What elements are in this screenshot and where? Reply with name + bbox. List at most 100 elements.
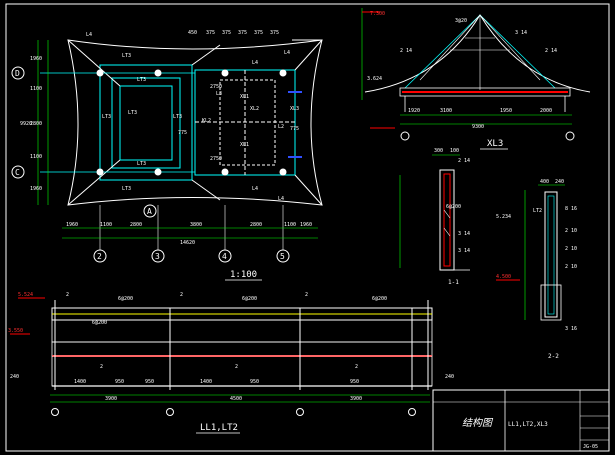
- axis-4: 4: [222, 252, 227, 261]
- xl3-bar-2: 2 14: [400, 48, 412, 54]
- elev-mid-1: 1400: [74, 379, 86, 385]
- d1-label-5: 3 14: [458, 248, 470, 254]
- axis-a: A: [147, 207, 152, 216]
- beam-lt3-b: LT3: [137, 77, 146, 83]
- detail-1-1[interactable]: [399, 154, 470, 271]
- xl3-dim-2: 3100: [440, 108, 452, 114]
- plan-misc-4: 775: [178, 130, 187, 136]
- elev-row-6: 2: [355, 364, 358, 370]
- elev-row-4: 2: [100, 364, 103, 370]
- section-xl3[interactable]: [361, 8, 591, 141]
- d2-label-3: LT2: [533, 208, 542, 214]
- elev-left-top: 5.524: [18, 292, 33, 298]
- beam-xl3: XL3: [290, 106, 299, 112]
- d2-label-4: 5.234: [496, 214, 511, 220]
- elev-row-2: 2: [180, 292, 183, 298]
- xl3-title: XL3: [487, 139, 503, 149]
- d2-label-6: 8 16: [565, 206, 577, 212]
- beam-l4-b: L4: [284, 50, 290, 56]
- title-block[interactable]: [432, 389, 610, 452]
- plan-left-dim-5: 1960: [30, 186, 42, 192]
- d1-label-3: 2 14: [458, 158, 470, 164]
- d1-label-2: 100: [450, 148, 459, 154]
- elev-right-low: 240: [445, 374, 454, 380]
- d2-label-9: 2 10: [565, 264, 577, 270]
- elev-row-5: 2: [235, 364, 238, 370]
- d1-label-6: 6@200: [446, 204, 461, 210]
- title-drawing-name: LL1,LT2,XL3: [508, 421, 548, 428]
- plan-dim-1: 1960: [66, 222, 78, 228]
- d1-label-1: 300: [434, 148, 443, 154]
- detail-2-2[interactable]: [496, 184, 565, 321]
- d2-label-1: 400: [540, 179, 549, 185]
- axis-5: 5: [280, 252, 285, 261]
- elevation-ll1-lt2[interactable]: [10, 297, 433, 416]
- beam-l4-e: L4: [278, 196, 284, 202]
- d1-label-4: 3 14: [458, 231, 470, 237]
- elev-mid-2: 950: [115, 379, 124, 385]
- plan-left-dim-2: 1100: [30, 86, 42, 92]
- d2-label-8: 2 10: [565, 246, 577, 252]
- plan-top-dim-2: 375: [206, 30, 215, 36]
- plan-dim-6: 1100: [284, 222, 296, 228]
- elev-mid-6: 950: [350, 379, 359, 385]
- elev-left-mid: 3.550: [8, 328, 23, 334]
- elev-beam-1: 6@200: [118, 296, 133, 302]
- plan-dim-2: 1100: [100, 222, 112, 228]
- d2-label-7: 2 10: [565, 228, 577, 234]
- beam-lt3-g: LT3: [128, 110, 137, 116]
- title-stamp: 结构图: [462, 417, 494, 429]
- plan-left-dim-3: 2800: [30, 121, 42, 127]
- plan-left-dim-4: 1100: [30, 154, 42, 160]
- xl3-bar-1: 3@20: [455, 18, 467, 24]
- beam-xl2: XL2: [250, 106, 259, 112]
- axis-c: C: [15, 168, 20, 177]
- beam-xl1-a: XL1: [240, 94, 249, 100]
- plan-top-dim-6: 375: [270, 30, 279, 36]
- beam-l4-d: L4: [252, 186, 258, 192]
- beam-lt3-f: LT3: [173, 114, 182, 120]
- beam-l2: L2: [278, 124, 284, 130]
- xl3-dim-1: 1920: [408, 108, 420, 114]
- plan-top-dim-1: 450: [188, 30, 197, 36]
- plan-top-dim-4: 375: [238, 30, 247, 36]
- beam-lt3-a: LT3: [122, 53, 131, 59]
- elevation-title: LL1,LT2: [200, 423, 238, 433]
- beam-l3: L3: [216, 91, 222, 97]
- beam-l4-a: L4: [86, 32, 92, 38]
- plan-total-width: 14620: [180, 240, 195, 246]
- elev-beam-4: 6@200: [92, 320, 107, 326]
- elev-mid-4: 1400: [200, 379, 212, 385]
- axis-3: 3: [155, 252, 160, 261]
- beam-xl1-b: XL1: [240, 142, 249, 148]
- d2-label-2: 240: [555, 179, 564, 185]
- plan-misc-2: 775: [290, 126, 299, 132]
- plan-misc-5: KL2: [202, 118, 211, 124]
- xl3-bar-4: 2 14: [545, 48, 557, 54]
- drawing-frame: [5, 3, 610, 452]
- plan-misc-1: 2750: [210, 84, 222, 90]
- roof-plan[interactable]: [11, 39, 323, 263]
- xl3-elev-mid: 3.624: [367, 76, 382, 82]
- beam-lt3-c: LT3: [137, 161, 146, 167]
- beam-lt3-e: LT3: [102, 114, 111, 120]
- axis-d: D: [15, 69, 20, 78]
- plan-scale-label: 1:100: [230, 270, 257, 280]
- elev-beam-2: 6@200: [242, 296, 257, 302]
- plan-dim-4: 3800: [190, 222, 202, 228]
- plan-left-total: 9920: [20, 121, 32, 127]
- elev-beam-3: 6@200: [372, 296, 387, 302]
- plan-dim-7: 1960: [300, 222, 312, 228]
- title-sheet-no: JG-05: [583, 444, 598, 450]
- xl3-dim-3: 1950: [500, 108, 512, 114]
- plan-left-dim-1: 1960: [30, 56, 42, 62]
- elev-dim-2: 4500: [230, 396, 242, 402]
- elev-left-low: 240: [10, 374, 19, 380]
- elev-mid-5: 950: [250, 379, 259, 385]
- plan-top-dim-3: 375: [222, 30, 231, 36]
- elev-mid-3: 950: [145, 379, 154, 385]
- axis-2: 2: [97, 252, 102, 261]
- plan-misc-3: 2750: [210, 156, 222, 162]
- d2-label-10: 3 16: [565, 326, 577, 332]
